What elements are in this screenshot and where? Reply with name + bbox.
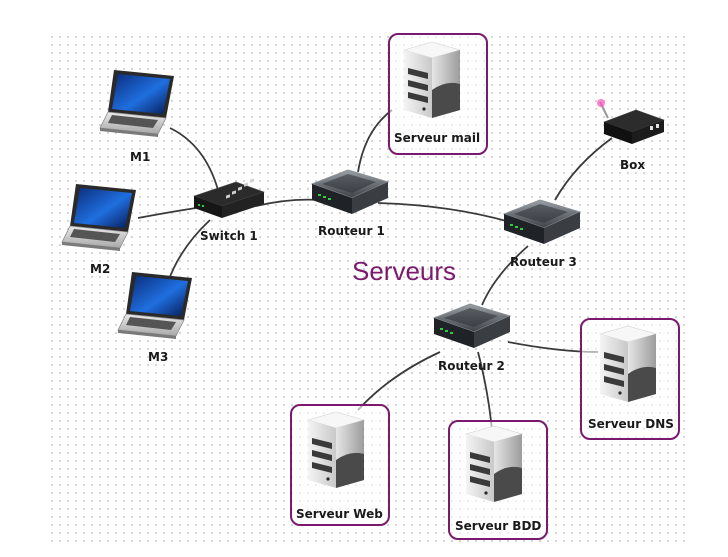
label-switch1: Switch 1 (200, 229, 258, 243)
router-icon-routeur2[interactable] (433, 303, 511, 349)
label-routeur3: Routeur 3 (510, 255, 577, 269)
label-serveur-dns: Serveur DNS (588, 417, 674, 431)
label-m1: M1 (130, 150, 151, 164)
server-icon-web[interactable] (306, 410, 366, 490)
laptop-icon-m1[interactable] (99, 69, 175, 138)
router-icon-routeur3[interactable] (503, 199, 581, 245)
modem-box-icon[interactable] (596, 98, 665, 145)
server-icon-bdd[interactable] (464, 424, 524, 504)
server-icon-dns[interactable] (598, 324, 658, 404)
link-m1-switch1 (169, 127, 219, 191)
router-icon-routeur1[interactable] (311, 169, 389, 215)
link-m3-switch1 (167, 219, 211, 283)
diagram-title: Serveurs (352, 256, 457, 286)
server-icon-mail[interactable] (402, 40, 462, 120)
label-m3: M3 (148, 350, 169, 364)
link-routeur1-routeur3 (377, 202, 511, 223)
link-switch1-routeur1 (255, 198, 321, 207)
switch-icon[interactable] (193, 178, 265, 219)
link-routeur3-box (554, 137, 613, 201)
link-routeur2-serveurweb (357, 351, 441, 411)
label-box: Box (620, 158, 646, 172)
label-serveur-web: Serveur Web (296, 507, 383, 521)
label-serveur-mail: Serveur mail (394, 131, 481, 145)
label-routeur1: Routeur 1 (318, 224, 385, 238)
link-routeur1-serveurmail (357, 109, 393, 173)
label-routeur2: Routeur 2 (438, 359, 505, 373)
link-routeur3-routeur2 (481, 245, 529, 306)
label-serveur-bdd: Serveur BDD (455, 519, 542, 533)
laptop-icon-m3[interactable] (117, 271, 193, 340)
label-m2: M2 (90, 262, 111, 276)
laptop-icon-m2[interactable] (61, 183, 137, 252)
link-m2-switch1 (137, 207, 197, 219)
